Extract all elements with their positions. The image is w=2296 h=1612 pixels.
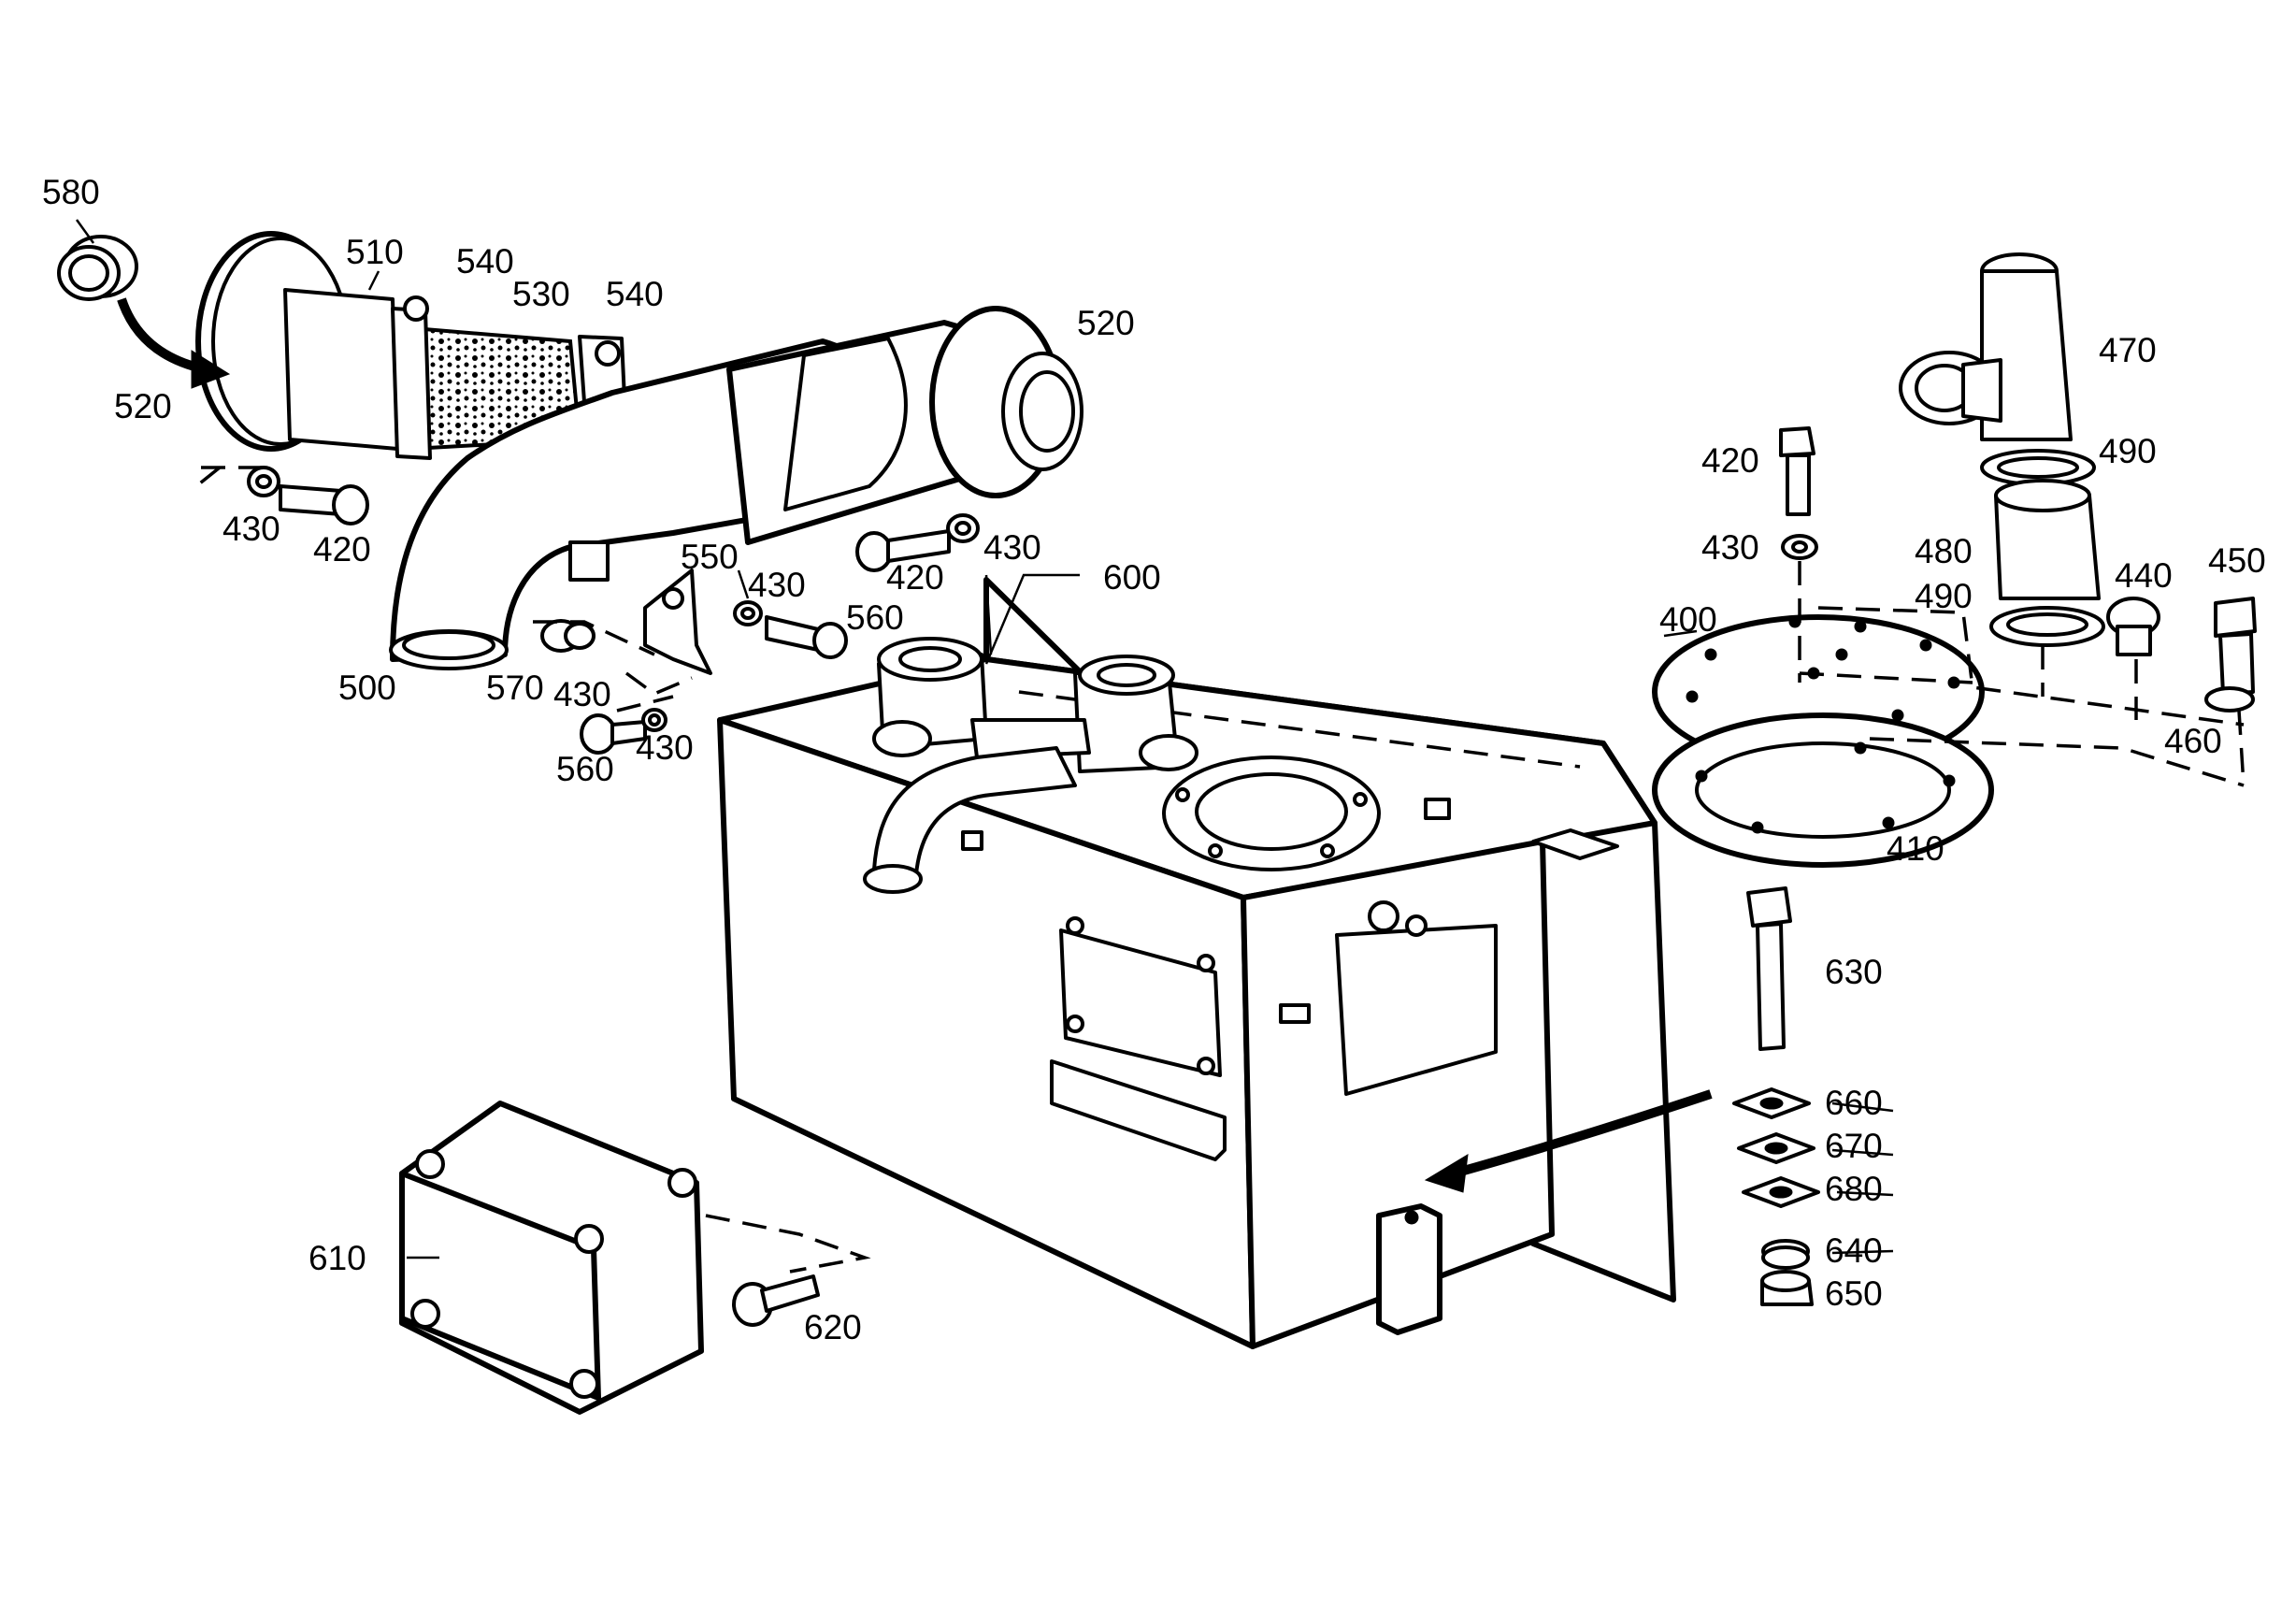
callout-450: 450: [2208, 541, 2266, 580]
callout-630: 630: [1825, 953, 1883, 991]
valve-470: [1899, 252, 2073, 441]
suction-line-assembly: [57, 231, 1083, 675]
callout-440: 440: [2115, 556, 2173, 595]
bolt-420-right: [855, 513, 980, 572]
callout-640: 640: [1825, 1231, 1883, 1270]
bolt-630: [1746, 886, 1792, 1051]
callout-420: 420: [1701, 441, 1759, 480]
bolt-420-top: [1779, 426, 1818, 560]
washer-640: [1761, 1239, 1810, 1270]
fitting-480: [1994, 479, 2101, 600]
callout-620: 620: [804, 1308, 862, 1346]
callout-500: 500: [338, 669, 396, 707]
callout-560: 560: [556, 750, 614, 788]
callout-650: 650: [1825, 1274, 1883, 1313]
mounting-arrow: [1424, 1089, 1713, 1193]
junction-box-610: [399, 1101, 704, 1415]
callout-680: 680: [1825, 1170, 1883, 1208]
callout-560: 560: [846, 598, 904, 637]
callout-420: 420: [313, 530, 371, 569]
callout-570: 570: [486, 669, 544, 707]
bolt-560-lower: [580, 708, 667, 755]
gasket-410: [1652, 712, 1994, 868]
callout-490: 490: [2099, 432, 2157, 470]
washer-680: [1742, 1176, 1820, 1208]
callout-670: 670: [1825, 1127, 1883, 1165]
callout-600: 600: [1103, 558, 1161, 597]
callout-410: 410: [1887, 829, 1944, 868]
callout-420: 420: [886, 558, 944, 597]
callout-430: 430: [553, 675, 611, 713]
washer-660: [1732, 1087, 1811, 1119]
seal-490-lower: [1989, 606, 2105, 647]
callout-580: 580: [42, 173, 100, 211]
bolt-420-left: [247, 466, 369, 525]
tank-piping-assembly: [863, 637, 1198, 894]
callout-520: 520: [1077, 304, 1135, 342]
nut-650: [1760, 1270, 1814, 1306]
callout-540: 540: [606, 275, 664, 313]
sensor-450: [2204, 597, 2257, 712]
bolt-560-upper: [733, 600, 848, 659]
callout-430: 430: [222, 510, 280, 548]
callout-430: 430: [636, 728, 694, 767]
callout-430: 430: [748, 566, 806, 604]
callout-460: 460: [2164, 722, 2222, 760]
leader-lines: [75, 219, 1894, 1259]
callout-430: 430: [1701, 528, 1759, 567]
callout-480: 480: [1915, 532, 1973, 570]
bolt-620: [732, 1274, 820, 1327]
callout-430: 430: [983, 528, 1041, 567]
hydraulic-tank: [717, 577, 1676, 1349]
callout-530: 530: [512, 275, 570, 313]
callout-520: 520: [114, 387, 172, 425]
plug-440: [2106, 597, 2160, 656]
callout-510: 510: [346, 233, 404, 271]
callout-610: 610: [309, 1239, 366, 1277]
callout-540: 540: [456, 242, 514, 281]
callout-550: 550: [681, 538, 739, 576]
washer-670: [1737, 1132, 1815, 1164]
callout-490: 490: [1915, 577, 1973, 615]
callout-660: 660: [1825, 1084, 1883, 1122]
callout-400: 400: [1659, 600, 1717, 639]
callout-470: 470: [2099, 331, 2157, 369]
callout-labels: 580 510 540 530 540 520 520 430 420 550 …: [42, 173, 2266, 1346]
